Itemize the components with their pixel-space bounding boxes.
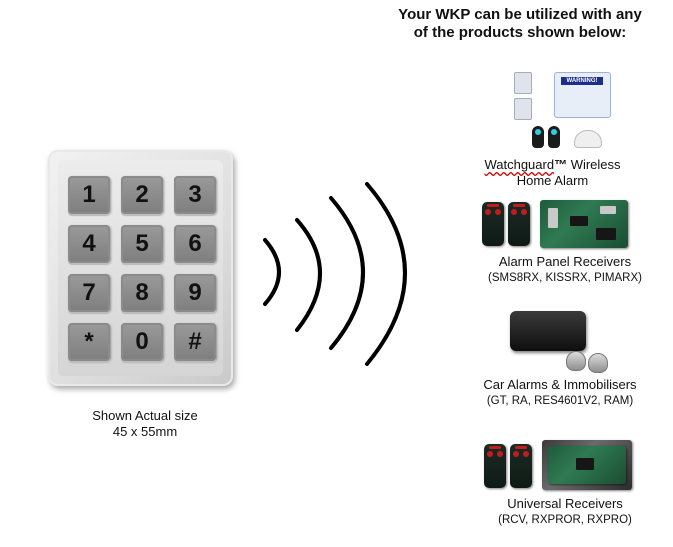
car-alarm-unit-icon [510,311,586,351]
alarm-kit-icon: WARNING! [510,68,611,156]
wave-arc-4 [365,182,407,366]
keypad-caption: Shown Actual size 45 x 55mm [60,408,230,440]
wave-arc-2 [295,218,322,332]
watchguard-title-rest: Wireless [567,157,621,172]
watchguard-line-2: Home Alarm [516,173,589,188]
key-6: 6 [174,225,216,263]
remote-fob-icon [482,202,504,246]
key-8: 8 [121,274,163,312]
key-4: 4 [68,225,110,263]
key-7: 7 [68,274,110,312]
motion-detector-icon [574,130,602,148]
keypad-keys: 1 2 3 4 5 6 7 8 9 * 0 # [68,176,216,361]
key-star: * [68,323,110,361]
product-universal-label: Universal Receivers (RCV, RXPROR, RXPRO) [470,496,660,528]
key-1: 1 [68,176,110,214]
remote-fob-icon [508,202,530,246]
key-hash: # [174,323,216,361]
remote-fob-icon [532,126,544,148]
keypad-image: 1 2 3 4 5 6 7 8 9 * 0 # [48,150,233,386]
universal-models: (RCV, RXPROR, RXPRO) [498,514,632,526]
remote-fob-icon [548,126,560,148]
product-watchguard-label: Watchguard™ Wireless Home Alarm [470,157,635,189]
product-alarm-panel-label: Alarm Panel Receivers (SMS8RX, KISSRX, P… [470,254,660,286]
car-remote-fob-icon [566,351,586,371]
page-heading: Your WKP can be utilized with any of the… [370,6,670,42]
key-0: 0 [121,323,163,361]
wave-arc-1 [263,238,281,306]
door-sensor-icon [514,72,532,94]
product-car-alarm-label: Car Alarms & Immobilisers (GT, RA, RES46… [460,377,660,409]
key-5: 5 [121,225,163,263]
alarm-panel-receiver-image [482,198,632,250]
trademark-symbol: ™ [554,157,568,172]
heading-line-2: of the products shown below: [413,24,627,41]
keypad-face: 1 2 3 4 5 6 7 8 9 * 0 # [58,160,223,376]
alarm-panel-title: Alarm Panel Receivers [498,254,632,269]
watchguard-brand: Watchguard [484,157,555,172]
wave-arc-3 [329,196,365,350]
receiver-board-icon [542,440,632,490]
caption-line-1: Shown Actual size [92,408,198,423]
car-alarm-image [500,305,620,375]
key-9: 9 [174,274,216,312]
receiver-board-icon [540,200,628,248]
car-alarm-title: Car Alarms & Immobilisers [483,377,637,392]
wireless-waves-icon [263,182,407,366]
heading-line-1: Your WKP can be utilized with any [398,6,642,23]
window-sensor-icon [514,98,532,120]
car-remote-fob-icon [588,353,608,373]
car-alarm-models: (GT, RA, RES4601V2, RAM) [486,395,634,407]
remote-fob-icon [484,444,506,488]
siren-box-icon: WARNING! [554,72,611,118]
siren-warning-label: WARNING! [561,77,603,85]
caption-line-2: 45 x 55mm [112,424,178,439]
universal-title: Universal Receivers [507,496,623,511]
universal-receiver-image [484,440,634,492]
remote-fob-icon [510,444,532,488]
key-3: 3 [174,176,216,214]
alarm-panel-models: (SMS8RX, KISSRX, PIMARX) [487,272,642,284]
key-2: 2 [121,176,163,214]
